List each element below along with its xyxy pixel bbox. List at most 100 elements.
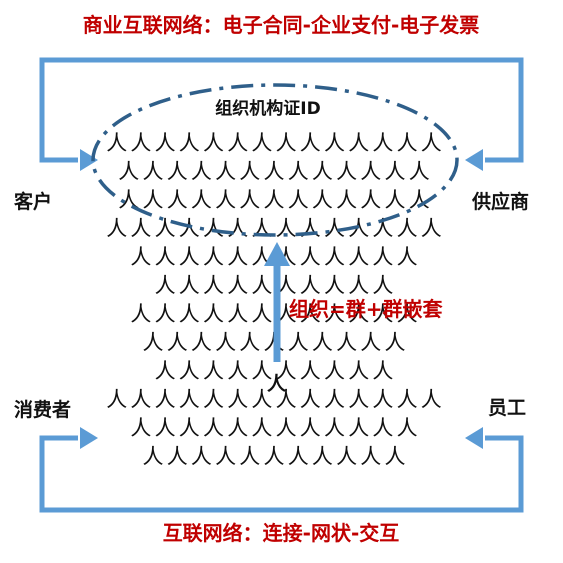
crowd-person-glyph: 人	[227, 302, 248, 326]
crowd-person-glyph: 人	[300, 388, 321, 412]
crowd-person-glyph: 人	[372, 388, 393, 412]
supplier-label: 供应商	[471, 190, 529, 213]
crowd-person-glyph: 人	[143, 160, 164, 184]
crowd-person-glyph: 人	[348, 388, 369, 412]
crowd-person-glyph: 人	[251, 217, 272, 241]
crowd-person-glyph: 人	[324, 217, 345, 241]
crowd-person-glyph: 人	[324, 131, 345, 155]
crowd-person-glyph: 人	[155, 359, 176, 383]
crowd-person-glyph: 人	[203, 302, 224, 326]
crowd-person-glyph: 人	[312, 188, 333, 212]
crowd-person-glyph: 人	[143, 445, 164, 469]
crowd-person-glyph: 人	[179, 274, 200, 298]
crowd-person-glyph: 人	[239, 188, 260, 212]
crowd-person-glyph: 人	[179, 359, 200, 383]
crowd-person-glyph: 人	[191, 160, 212, 184]
crowd-person-glyph: 人	[203, 245, 224, 269]
crowd-person-glyph: 人	[130, 302, 151, 326]
crowd-person-glyph: 人	[179, 302, 200, 326]
crowd-person-glyph: 人	[203, 359, 224, 383]
consumer-label: 消费者	[14, 398, 71, 421]
crowd-person-glyph: 人	[251, 416, 272, 440]
crowd-person-glyph: 人	[106, 388, 127, 412]
crowd-person-glyph: 人	[251, 359, 272, 383]
crowd-person-glyph: 人	[179, 388, 200, 412]
crowd-person-glyph: 人	[360, 188, 381, 212]
crowd-person-glyph: 人	[276, 359, 297, 383]
crowd-person-glyph: 人	[191, 188, 212, 212]
crowd-person-glyph: 人	[372, 416, 393, 440]
crowd-person-glyph: 人	[203, 131, 224, 155]
crowd-person-glyph: 人	[179, 245, 200, 269]
crowd-person-glyph: 人	[324, 416, 345, 440]
crowd: 人人人人人人人人人人人人人人人人人人人人人人人人人人人人人人人人人人人人人人人人…	[106, 131, 442, 469]
crowd-person-glyph: 人	[191, 445, 212, 469]
crowd-person-glyph: 人	[251, 302, 272, 326]
crowd-person-glyph: 人	[348, 131, 369, 155]
crowd-person-glyph: 人	[348, 245, 369, 269]
crowd-person-glyph: 人	[130, 388, 151, 412]
crowd-person-glyph: 人	[155, 274, 176, 298]
crowd-person-glyph: 人	[264, 445, 285, 469]
crowd-person-glyph: 人	[288, 160, 309, 184]
crowd-person-glyph: 人	[130, 245, 151, 269]
employee-label: 员工	[488, 397, 526, 419]
crowd-person-glyph: 人	[336, 188, 357, 212]
crowd-person-glyph: 人	[155, 131, 176, 155]
crowd-person-glyph: 人	[215, 188, 236, 212]
crowd-person-glyph: 人	[276, 388, 297, 412]
bottom-right-arrowhead	[465, 427, 483, 449]
crowd-person-glyph: 人	[130, 217, 151, 241]
crowd-person-glyph: 人	[264, 160, 285, 184]
crowd-person-glyph: 人	[203, 217, 224, 241]
crowd-person-glyph: 人	[348, 302, 369, 326]
crowd-person-glyph: 人	[372, 302, 393, 326]
crowd-person-glyph: 人	[324, 388, 345, 412]
crowd-person-glyph: 人	[215, 160, 236, 184]
crowd-person-glyph: 人	[300, 416, 321, 440]
crowd-person-glyph: 人	[324, 359, 345, 383]
crowd-person-glyph: 人	[130, 416, 151, 440]
crowd-person-glyph: 人	[239, 445, 260, 469]
org-id-label: 组织机构证ID	[215, 98, 320, 119]
crowd-person-glyph: 人	[264, 188, 285, 212]
crowd-person-glyph: 人	[300, 274, 321, 298]
crowd-person-glyph: 人	[167, 445, 188, 469]
crowd-person-glyph: 人	[251, 131, 272, 155]
top-title: 商业互联网络：电子合同-企业支付-电子发票	[83, 13, 480, 37]
customer-label: 客户	[14, 190, 52, 213]
person-label: 人	[267, 373, 287, 395]
crowd-person-glyph: 人	[155, 302, 176, 326]
bottom-left-arrowhead	[80, 427, 98, 449]
crowd-person-glyph: 人	[300, 217, 321, 241]
crowd-person-glyph: 人	[336, 160, 357, 184]
crowd-person-glyph: 人	[348, 416, 369, 440]
crowd-person-glyph: 人	[155, 416, 176, 440]
top-left-arrowhead	[80, 149, 98, 171]
crowd-person-glyph: 人	[372, 217, 393, 241]
crowd-person-glyph: 人	[385, 331, 406, 355]
crowd-person-glyph: 人	[179, 217, 200, 241]
crowd-person-glyph: 人	[203, 416, 224, 440]
crowd-person-glyph: 人	[360, 160, 381, 184]
crowd-person-glyph: 人	[215, 331, 236, 355]
crowd-person-glyph: 人	[130, 131, 151, 155]
center-up-arrowhead	[264, 242, 290, 266]
top-left-loop-arrow	[39, 57, 524, 163]
crowd-person-glyph: 人	[276, 131, 297, 155]
org-group-label: 组织=群+群嵌套	[289, 297, 443, 321]
crowd-person-glyph: 人	[312, 445, 333, 469]
crowd-person-glyph: 人	[276, 274, 297, 298]
crowd-person-glyph: 人	[421, 131, 442, 155]
crowd-person-glyph: 人	[276, 416, 297, 440]
crowd-person-glyph: 人	[409, 160, 430, 184]
bottom-loop-arrow	[39, 435, 524, 513]
crowd-person-glyph: 人	[397, 245, 418, 269]
crowd-person-glyph: 人	[372, 245, 393, 269]
crowd-person-glyph: 人	[143, 188, 164, 212]
crowd-person-glyph: 人	[324, 245, 345, 269]
top-right-arrowhead	[465, 149, 483, 171]
crowd-person-glyph: 人	[385, 445, 406, 469]
crowd-person-glyph: 人	[239, 160, 260, 184]
